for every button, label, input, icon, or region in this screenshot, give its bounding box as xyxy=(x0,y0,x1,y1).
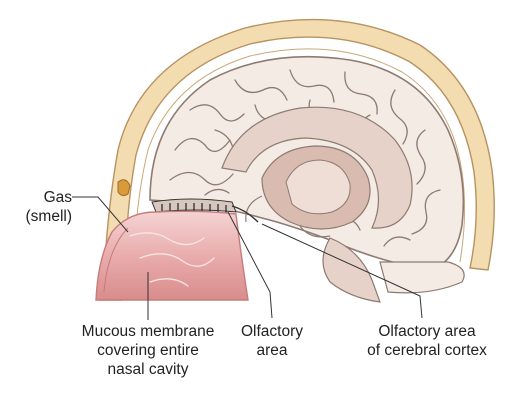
thalamus-core xyxy=(286,160,350,214)
label-olfactory-cortex-line1: Olfactory area xyxy=(352,322,502,341)
label-olfactory-area: Olfactory area xyxy=(222,322,322,360)
cerebellum xyxy=(380,262,464,293)
label-gas-line2: (smell) xyxy=(12,207,72,226)
label-olfactory-area-line1: Olfactory xyxy=(222,322,322,341)
label-olfactory-cortex: Olfactory area of cerebral cortex xyxy=(352,322,502,360)
label-olfactory-area-line2: area xyxy=(222,341,322,360)
label-mucous-line3: nasal cavity xyxy=(30,360,266,379)
label-olfactory-cortex-line2: of cerebral cortex xyxy=(352,341,502,360)
frontal-sinus xyxy=(118,180,130,196)
label-gas: Gas (smell) xyxy=(12,188,72,226)
label-gas-line1: Gas xyxy=(12,188,72,207)
